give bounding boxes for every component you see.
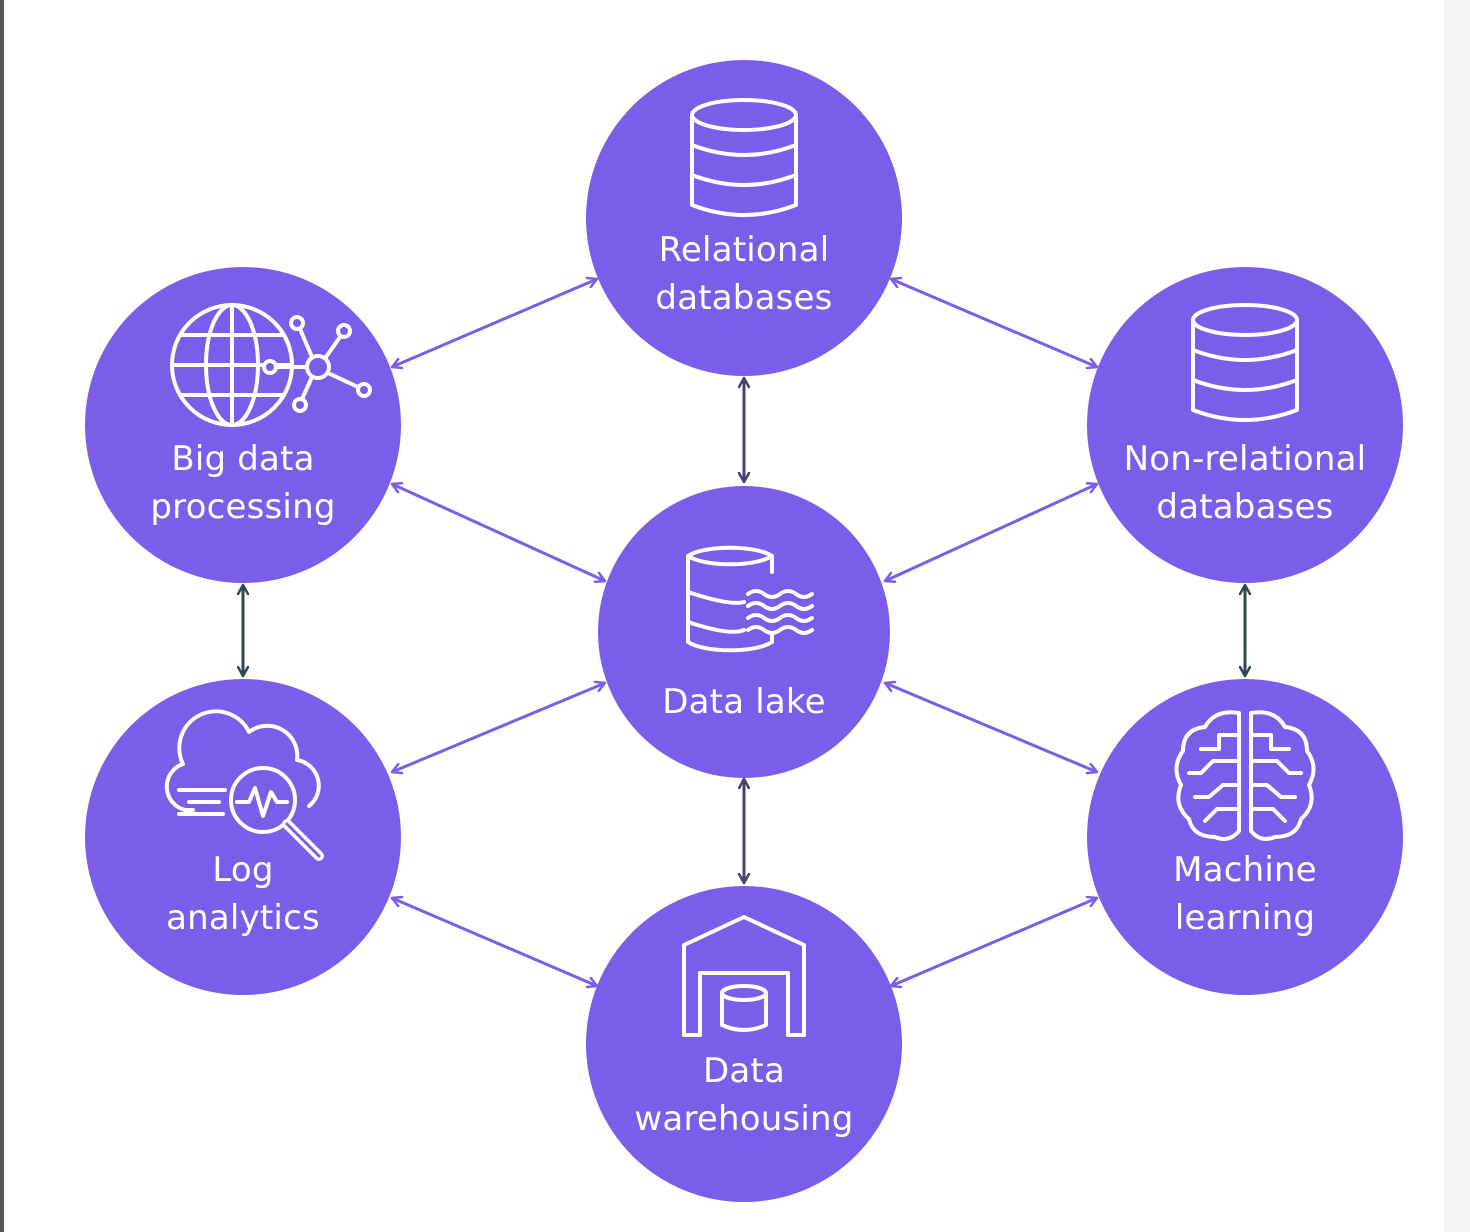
label-data-warehousing: Data warehousing — [594, 1047, 894, 1143]
label-line: databases — [655, 278, 833, 318]
label-line: analytics — [166, 898, 320, 938]
label-big-data-processing: Big data processing — [93, 435, 393, 531]
label-line: warehousing — [634, 1099, 854, 1139]
label-machine-learning: Machine learning — [1095, 846, 1395, 942]
connectors — [243, 279, 1245, 986]
connector-relational-nonrelational — [891, 279, 1097, 367]
connector-relational-bigdata — [392, 279, 597, 367]
label-line: Big data — [171, 439, 315, 479]
label-data-lake: Data lake — [594, 678, 894, 726]
warehouse-icon — [682, 915, 806, 1037]
label-line: learning — [1174, 898, 1316, 938]
brain-icon — [1174, 710, 1316, 841]
label-non-relational-databases: Non-relational databases — [1095, 435, 1395, 531]
connector-nonrelational-datalake — [885, 484, 1097, 581]
scrollbar-gutter[interactable] — [1444, 0, 1470, 1232]
label-log-analytics: Log analytics — [93, 846, 393, 942]
label-relational-databases: Relational databases — [594, 226, 894, 322]
label-line: Log — [212, 850, 274, 890]
connector-log-warehouse — [392, 898, 597, 986]
label-line: Non-relational — [1123, 439, 1367, 479]
connector-ml-warehouse — [891, 898, 1097, 986]
node-relational-databases — [586, 60, 902, 376]
node-machine-learning — [1087, 679, 1403, 995]
connector-bigdata-datalake — [392, 484, 605, 581]
label-line: processing — [150, 487, 336, 527]
database-icon — [1191, 303, 1299, 422]
label-line: Data lake — [662, 682, 826, 722]
label-line: Relational — [658, 230, 830, 270]
node-log-analytics — [85, 679, 401, 995]
node-data-warehousing — [586, 886, 902, 1202]
label-line: databases — [1156, 487, 1334, 527]
database-icon — [690, 98, 798, 217]
label-line: Data — [703, 1051, 785, 1091]
cloud-search-icon — [164, 709, 324, 861]
node-non-relational-databases — [1087, 267, 1403, 583]
connector-datalake-ml — [885, 683, 1097, 772]
connector-datalake-log — [392, 683, 605, 772]
globe-network-icon — [170, 303, 372, 427]
data-lake-icon — [686, 545, 814, 653]
label-line: Machine — [1173, 850, 1317, 890]
window-left-border — [0, 0, 4, 1232]
